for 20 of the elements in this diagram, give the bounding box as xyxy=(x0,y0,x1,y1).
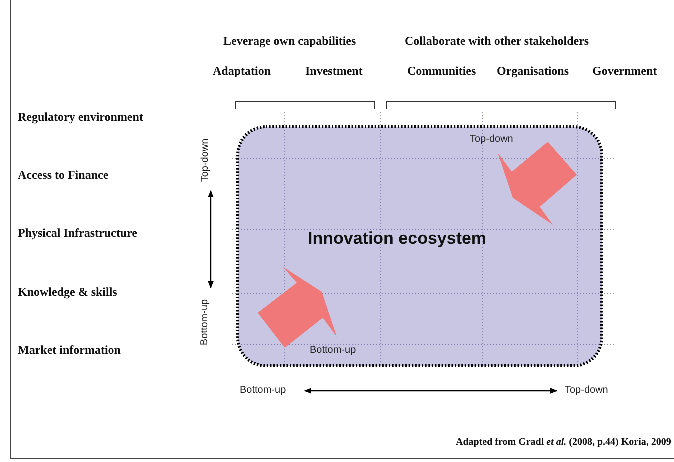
node-title: Innovation ecosystem xyxy=(308,229,487,249)
source-caption: Adapted from Gradl et al. (2008, p.44) Koria, 2009 xyxy=(456,437,672,448)
column-heading: Communities xyxy=(408,64,476,79)
axis-label: Bottom-up xyxy=(240,385,286,396)
column-heading: Adaptation xyxy=(213,64,272,79)
group-heading: Leverage own capabilities xyxy=(224,34,356,49)
row-heading: Regulatory environment xyxy=(18,110,144,125)
axis-label: Bottom-up xyxy=(200,298,211,346)
axis-label: Top-down xyxy=(565,385,608,396)
row-heading: Market information xyxy=(18,343,121,358)
group-heading: Collaborate with other stakeholders xyxy=(405,34,590,49)
arrow-label: Bottom-up xyxy=(310,345,356,356)
column-heading: Government xyxy=(592,64,658,79)
arrow-label: Top-down xyxy=(470,134,514,145)
axis-label: Top-down xyxy=(200,138,211,182)
column-heading: Organisations xyxy=(497,64,570,79)
row-heading: Physical Infrastructure xyxy=(18,226,138,241)
column-heading: Investment xyxy=(306,64,363,79)
row-heading: Knowledge & skills xyxy=(18,285,118,300)
row-heading: Access to Finance xyxy=(18,168,109,183)
